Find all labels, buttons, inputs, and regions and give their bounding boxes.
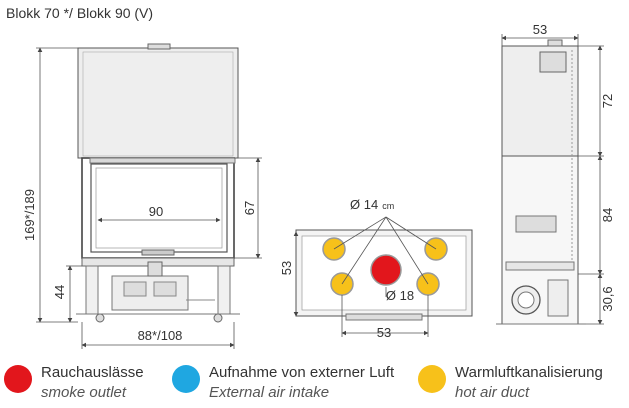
front-dimensions — [36, 47, 262, 349]
side-width-label: 53 — [533, 22, 547, 37]
side-upper-label: 72 — [600, 94, 615, 108]
base-width-label: 88*/108 — [138, 328, 183, 343]
window-width-label: 90 — [149, 204, 163, 219]
top-dimensions — [293, 216, 437, 337]
legend-air-intake: Aufnahme von externer Luft External air … — [172, 362, 412, 406]
side-lower-label: 30,6 — [600, 286, 615, 311]
air-intake-swatch — [172, 365, 200, 393]
legend-smoke-outlet: Rauchauslässe smoke outlet — [4, 362, 184, 406]
front-height-label: 169*/189 — [22, 189, 37, 241]
page-title: Blokk 70 */ Blokk 90 (V) — [6, 5, 154, 21]
smoke-outlet-sublabel: smoke outlet — [41, 384, 127, 401]
side-view — [496, 39, 586, 325]
top-smoke-outlet — [370, 254, 402, 286]
hot-air-duct-sublabel: hot air duct — [455, 384, 530, 401]
side-middle-label: 84 — [600, 208, 615, 222]
front-hood — [77, 47, 239, 159]
smoke-outlet-label: Rauchauslässe — [41, 364, 144, 381]
pipe-label: Ø 14 cm — [350, 197, 394, 212]
air-intake-sublabel: External air intake — [209, 384, 330, 401]
spacing-label: 53 — [377, 325, 391, 340]
pipe-diameter: Ø 14 — [350, 197, 378, 212]
smoke-diameter-label: Ø 18 — [386, 288, 414, 303]
front-view — [76, 43, 240, 323]
top-view — [295, 229, 473, 321]
air-intake-label: Aufnahme von externer Luft — [209, 364, 395, 381]
side-dimensions — [501, 34, 604, 325]
hot-air-duct-label: Warmluftkanalisierung — [455, 364, 603, 381]
legend-hot-air-duct: Warmluftkanalisierung hot air duct — [418, 362, 628, 406]
smoke-outlet-swatch — [4, 365, 32, 393]
top-depth-label: 53 — [279, 261, 294, 275]
fire-window — [90, 163, 228, 253]
pipe-unit: cm — [382, 201, 394, 211]
window-height-label: 67 — [242, 201, 257, 215]
front-foot-label: 44 — [52, 285, 67, 299]
hot-air-duct-swatch — [418, 365, 446, 393]
